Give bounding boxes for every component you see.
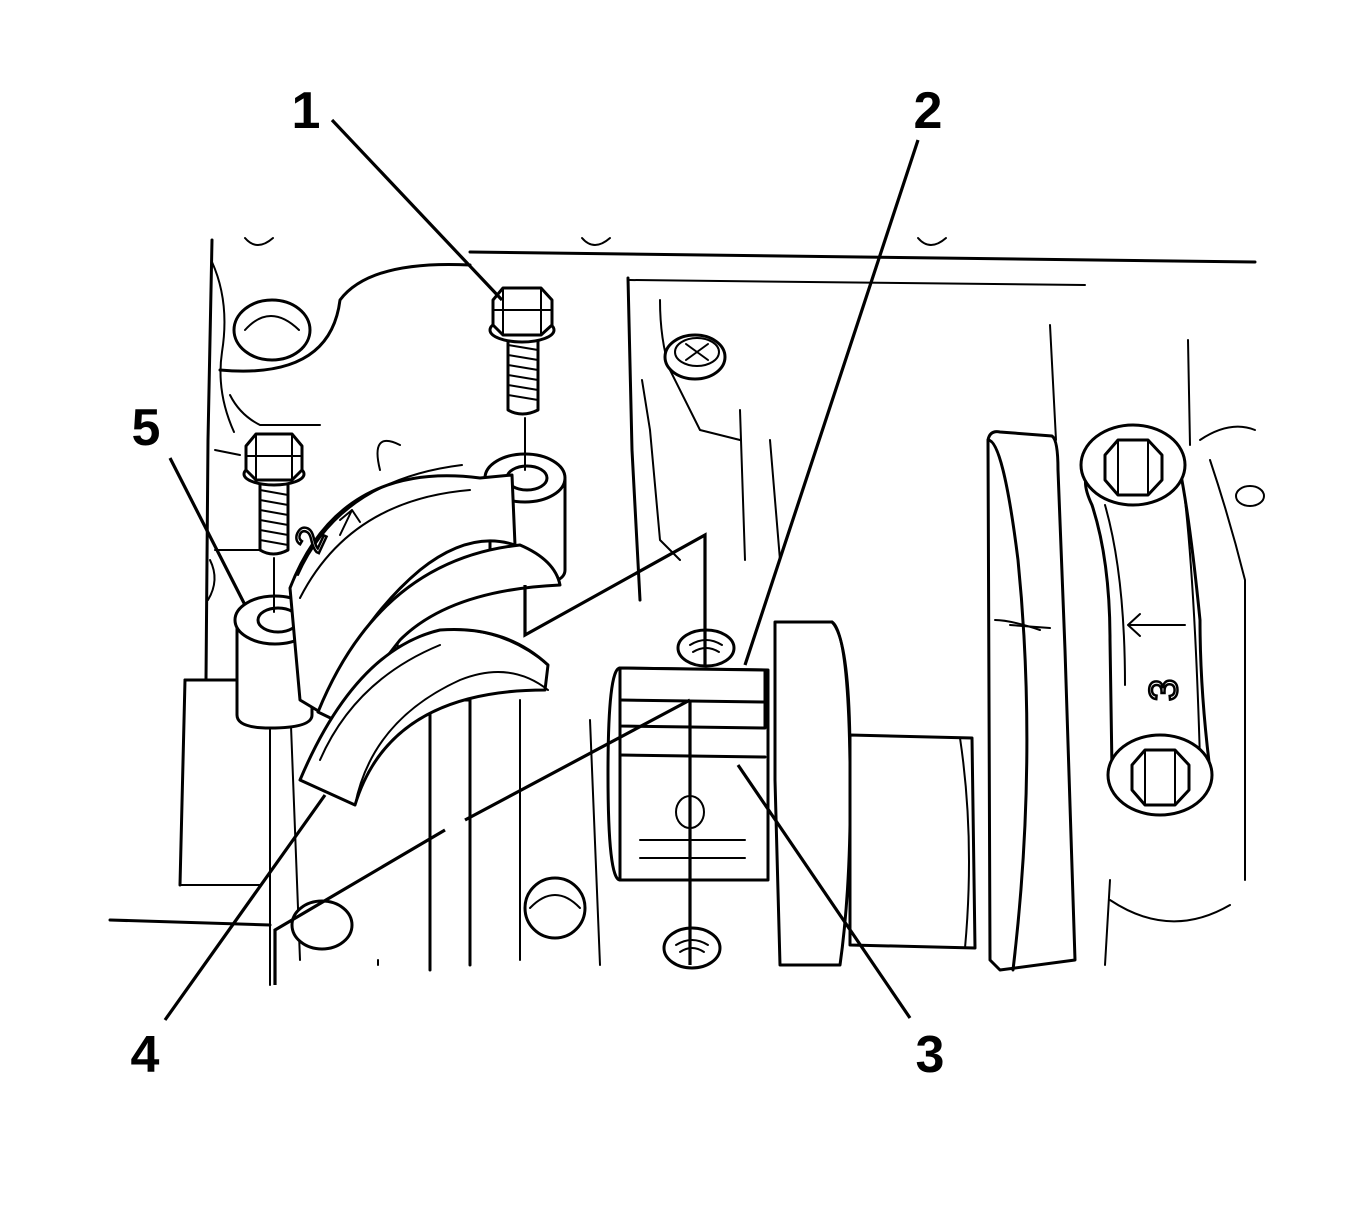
bearing-shell (298, 627, 550, 807)
callout-2: 2 (914, 82, 943, 140)
leader-1 (330, 118, 504, 302)
leader-2 (743, 139, 920, 666)
leader-lines (163, 118, 920, 1021)
callout-1: 1 (292, 82, 321, 140)
bearing-cap-3: 3 (1079, 423, 1231, 966)
arrow-icon (1127, 613, 1186, 637)
leader-5 (168, 457, 247, 606)
callout-3: 3 (916, 1026, 945, 1084)
arrow-icon (339, 509, 361, 536)
engine-block (108, 237, 1257, 986)
callouts: 1 2 3 4 5 (131, 82, 945, 1084)
leader-4 (163, 794, 327, 1021)
cap-3-mark: 3 (1142, 679, 1186, 701)
guide-lines (273, 532, 707, 985)
leader-3 (736, 764, 912, 1019)
callout-4: 4 (131, 1026, 160, 1084)
bolt-icon (242, 286, 556, 613)
callout-5: 5 (132, 399, 161, 457)
